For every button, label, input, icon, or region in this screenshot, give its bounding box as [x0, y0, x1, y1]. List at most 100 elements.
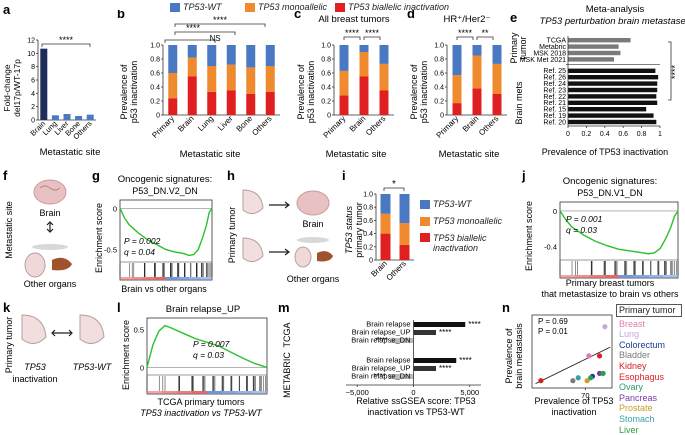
sig-bracket [476, 36, 494, 40]
y-tick-label: Ref. 24 [543, 81, 566, 88]
sig-stars: **** [365, 28, 380, 38]
panel-m: m TCGA METABRIC Brain relapse****Brain r… [278, 300, 481, 417]
legend-item: Liver [619, 424, 639, 435]
rank-gradient [120, 277, 132, 280]
site-label: Brain [39, 208, 60, 218]
p-value: P = 0.001 [566, 214, 603, 224]
sig-stars: **** [186, 23, 201, 33]
condition-label: TP53-WT [73, 362, 113, 372]
bar [568, 113, 654, 118]
bar [568, 94, 657, 99]
y-axis-label: Fold-change [2, 64, 12, 112]
x-tick-label: Liver [216, 114, 235, 133]
data-point [602, 324, 608, 330]
panel-letter: b [117, 10, 125, 21]
panel-title: P53_DN.V2_DN [132, 186, 198, 196]
bar-segment [339, 45, 349, 71]
condition-label: TP53 [24, 362, 46, 372]
y-tick-label: 0.6 [150, 71, 160, 78]
rank-gradient [560, 275, 575, 278]
double-arrow-icon [51, 329, 73, 337]
bar-segment [226, 90, 236, 115]
legend-item: Lung [619, 329, 640, 340]
rank-gradient [663, 275, 678, 278]
panel-letter: e [510, 10, 517, 25]
bar-segment [265, 91, 275, 115]
bar-segment [379, 90, 389, 115]
bar-segment [265, 45, 275, 66]
rank-gradient [143, 277, 155, 280]
bar-segment [168, 73, 178, 99]
y-tick-label: 0 [369, 258, 373, 265]
sig-bracket [343, 36, 361, 40]
rank-gradient [222, 391, 237, 394]
p-value: P = 0.69 [538, 317, 568, 326]
sig-bracket [668, 41, 672, 101]
x-tick-label: Primary [435, 114, 461, 140]
data-point [596, 370, 603, 376]
sig-bracket [383, 187, 405, 191]
legend-item: Prostate [619, 403, 653, 414]
y-tick-label: 1.0 [434, 43, 444, 50]
bar-segment [168, 45, 178, 73]
x-tick-label: 5,000 [460, 388, 479, 397]
legend-wt: TP53-WT [170, 2, 222, 12]
panel-l: l Brain relapse_UP Enrichment score 0.50… [117, 300, 268, 417]
x-axis-label: inactivation vs TP53-WT [367, 407, 465, 417]
panel-letter: f [3, 170, 8, 183]
data-point [575, 375, 581, 381]
y-tick-label: -0.5 [104, 246, 117, 255]
sig-bracket [174, 23, 266, 27]
panel-letter: n [502, 300, 510, 315]
bar-segment [452, 103, 462, 115]
rank-gradient [162, 391, 177, 394]
sig-stars: **** [213, 15, 228, 25]
condition-label: inactivation [12, 374, 57, 384]
category-label: Brain relapse_UP [352, 364, 411, 373]
y-tick-label: 1.0 [321, 43, 331, 50]
y-axis-label: Enrichment score [94, 203, 104, 273]
enrichment-curve [119, 207, 213, 257]
x-tick-label: Primary [322, 114, 348, 140]
bar-segment [187, 57, 197, 77]
y-axis-label: p53 inactivation [419, 61, 429, 124]
bar [568, 100, 658, 105]
sig-label: **** [439, 364, 451, 373]
q-value: q = 0.03 [193, 350, 224, 360]
legend-mono-i: TP53 monoallelic [420, 216, 502, 226]
legend-item: Colorectum [619, 339, 666, 350]
data-point [596, 353, 603, 359]
bar [568, 81, 658, 86]
x-axis-label: Relative ssGSEA score: TP53 [356, 396, 475, 406]
x-tick-label: 0.4 [600, 131, 610, 138]
rank-gradient [192, 391, 207, 394]
side-label: Primary tumor [4, 317, 14, 374]
y-tick-label: 1.0 [150, 43, 160, 50]
y-tick-label: Metabric [539, 44, 566, 51]
x-axis-label: inactivation [551, 407, 596, 417]
bar-segment [246, 45, 256, 68]
sig-stars: **** [458, 28, 473, 38]
organs-icon [24, 244, 72, 278]
y-tick-label: 0.8 [150, 57, 160, 64]
bar-segment [399, 244, 410, 260]
legend-bi: TP53 biallelic inactivation [335, 2, 449, 12]
x-tick-label: Others [364, 114, 387, 137]
category-label: Brain relapse_DN [351, 372, 410, 381]
legend-item: Kidney [619, 360, 647, 371]
regression-line [535, 346, 611, 385]
y-axis-label: Prevalence of [409, 64, 419, 120]
panel-f: f Metastatic site Brain Other organs [3, 170, 77, 289]
x-tick-label: −5,000 [346, 388, 369, 397]
bar-segment [380, 213, 391, 234]
arrow-icon [269, 201, 290, 209]
panel-letter: k [3, 300, 11, 315]
panel-letter: h [227, 170, 235, 183]
q-value: q = 0.03 [566, 225, 597, 235]
x-tick-label: 70 [581, 391, 589, 400]
y-tick-label: 0 [440, 113, 444, 120]
